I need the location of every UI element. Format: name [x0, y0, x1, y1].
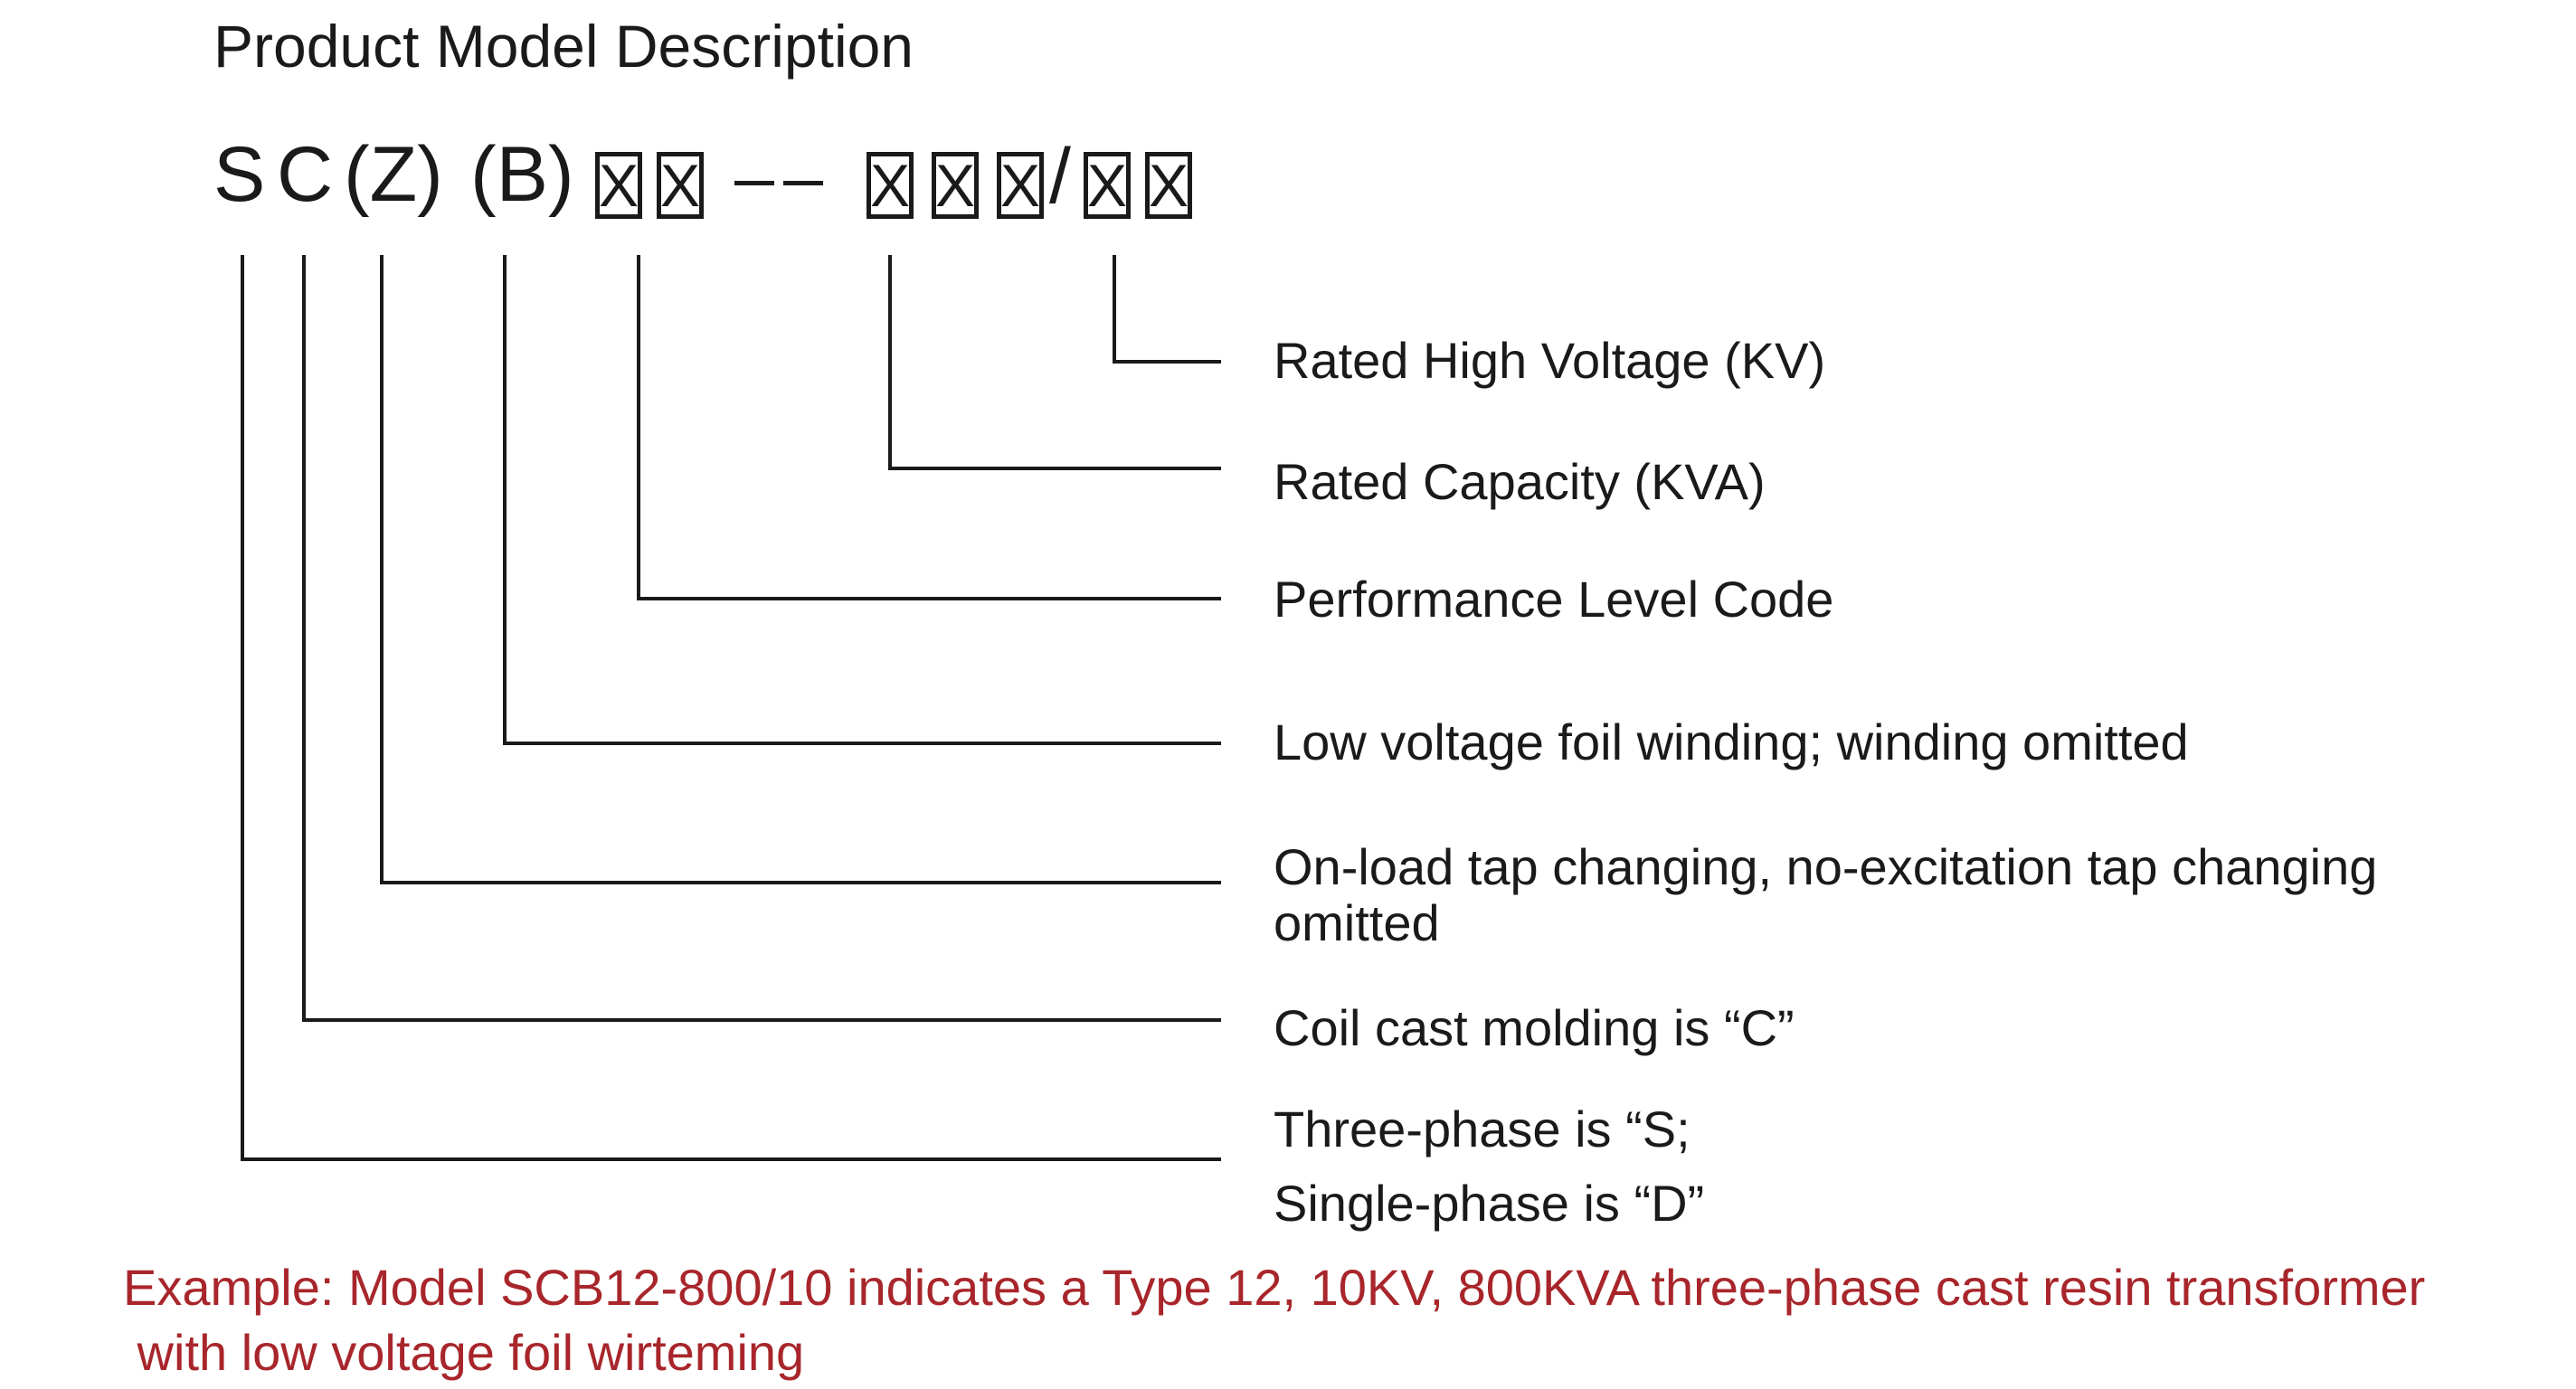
- example-note: Example: Model SCB12-800/10 indicates a …: [123, 1255, 2425, 1385]
- diagram-title: Product Model Description: [213, 13, 914, 80]
- example-line-2: with low voltage foil wirteming: [123, 1324, 805, 1381]
- label-rated-high-voltage: Rated High Voltage (KV): [1274, 332, 1826, 389]
- model-code: S C (Z) (B) X X X X X / X X: [0, 0, 2576, 253]
- code-box-capacity-2: X: [932, 152, 979, 219]
- label-on-load-tap-changing: On-load tap changing, no-excitation tap …: [1274, 838, 2378, 951]
- leader-coil-cast-molding: [302, 255, 1221, 1022]
- code-box-voltage-1: X: [1084, 152, 1131, 219]
- code-letter-c: C: [277, 131, 334, 218]
- code-dash-1: [734, 181, 774, 185]
- label-coil-cast-molding: Coil cast molding is “C”: [1274, 999, 1795, 1056]
- leader-rated-high-voltage: [1113, 255, 1221, 364]
- example-line-1: Example: Model SCB12-800/10 indicates a …: [123, 1259, 2426, 1316]
- label-rated-capacity: Rated Capacity (KVA): [1274, 453, 1766, 510]
- label-low-voltage-foil-winding: Low voltage foil winding; winding omitte…: [1274, 713, 2189, 770]
- label-performance-level-code: Performance Level Code: [1274, 571, 1834, 628]
- code-letter-z: (Z): [344, 131, 443, 218]
- code-box-performance-1: X: [595, 152, 642, 219]
- code-letter-b: (B): [470, 131, 574, 218]
- code-slash: /: [1049, 133, 1071, 220]
- leader-on-load-tap-changing: [380, 255, 1221, 884]
- code-box-capacity-1: X: [867, 152, 914, 219]
- leader-phase: [241, 255, 1221, 1161]
- code-box-capacity-3: X: [997, 152, 1044, 219]
- leader-rated-capacity: [888, 255, 1221, 470]
- leader-performance-level-code: [637, 255, 1221, 600]
- code-dash-2: [783, 181, 823, 185]
- label-phase: Three-phase is “S; Single-phase is “D”: [1274, 1101, 1705, 1232]
- code-box-performance-2: X: [657, 152, 704, 219]
- code-letter-s: S: [213, 131, 266, 218]
- leader-low-voltage-foil-winding: [503, 255, 1221, 745]
- code-box-voltage-2: X: [1145, 152, 1192, 219]
